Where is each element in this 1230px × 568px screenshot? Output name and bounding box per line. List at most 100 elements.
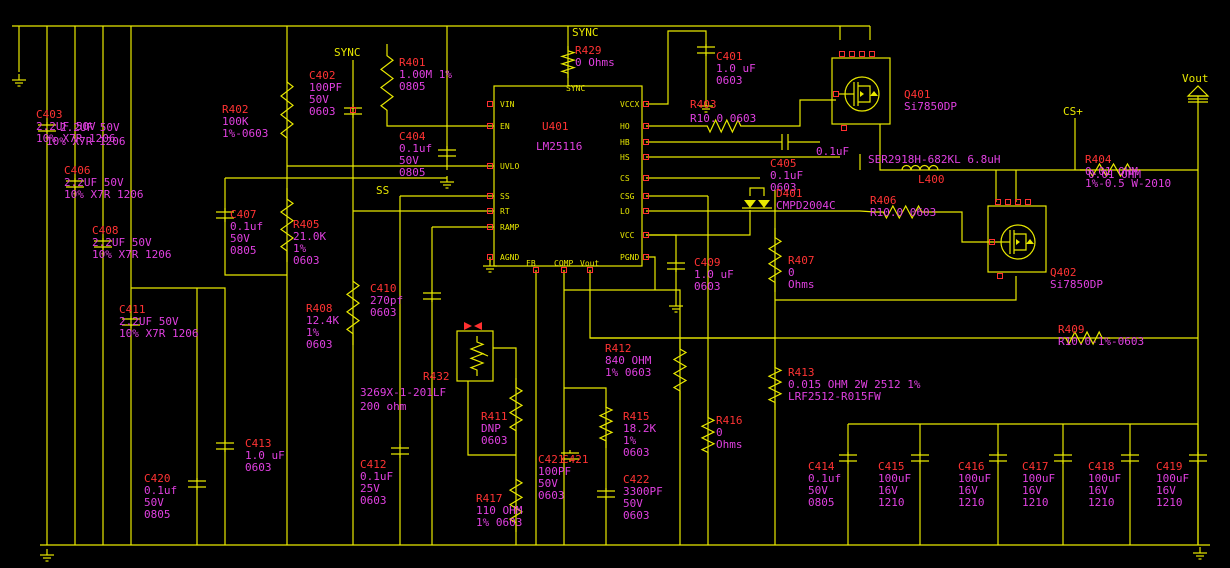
part-value: 2.2UF 50V [36,120,96,133]
part-value: 0603 [770,181,797,194]
resistor-symbol [700,410,716,460]
ref-designator: C422 [623,473,650,486]
ground-symbol [12,74,26,87]
ground-symbol [40,549,54,562]
label: 0.01 OHM [1088,168,1141,181]
pin-marker [833,91,839,97]
pin-marker [643,101,649,107]
part-value: 0603 [623,509,650,522]
part-value: 1%-0603 [222,127,268,140]
inductor-symbol [901,164,939,171]
pin-marker [869,51,875,57]
ref-designator: C407 [230,208,257,221]
ref-designator: C414 [808,460,835,473]
ref-designator: C401 [716,50,743,63]
part-value: 0805 [230,244,257,257]
part-value: 0805 [399,166,426,179]
part-value: 1.0 uF [245,449,285,462]
part-value: 0603 [309,105,336,118]
vout-symbol [1186,85,1210,97]
wire [875,204,930,220]
resistor-symbol [345,270,361,345]
part-value: 16V [958,484,978,497]
ref-designator: R412 [605,342,632,355]
pin-label: VCCX [620,100,639,109]
pin-marker [989,239,995,245]
ref-designator: R429 [575,44,602,57]
part-value: 100PF [309,81,342,94]
part-value: 2.2UF 50V [119,315,179,328]
capacitor-symbol [1189,452,1207,464]
capacitor-symbol [216,208,234,222]
resistor-symbol [279,188,295,262]
ref-designator: C415 [878,460,905,473]
ref-designator: C405 [770,157,797,170]
wire [767,360,783,410]
part-value: 0.015 OHM 2W 2512 1% [788,378,921,391]
part-value: 100uF [1156,472,1189,485]
ref-designator: C412 [360,458,387,471]
ref-designator: C418 [1088,460,1115,473]
part-value: LRF2512-R015FW [788,390,881,403]
mosfet-symbol [831,57,891,125]
pin-marker [1015,199,1021,205]
ref-designator: R402 [222,103,249,116]
pin-marker [487,101,493,107]
part-value: 1% 0603 [476,516,522,529]
pin-marker [849,51,855,57]
pin-marker [643,175,649,181]
pin-marker [643,193,649,199]
ref-designator: R406 [870,194,897,207]
pin-marker [995,199,1001,205]
wire [748,99,836,127]
ground-symbol [1193,547,1207,560]
ground-symbol [699,100,713,113]
capacitor-symbol [989,452,1007,464]
diode-symbol [744,200,756,208]
part-value: 100uF [958,472,991,485]
resistor-symbol [508,378,524,440]
part-value: R10.0 0603 [870,206,936,219]
ref-designator: R413 [788,366,815,379]
capacitor-symbol [839,452,857,464]
part-value: 0.1uF [770,169,803,182]
part-value: 21.0K [293,230,326,243]
ref-designator: R403 [690,98,717,111]
part-value: 1% [306,326,320,339]
part-value: 0805 [808,496,835,509]
ref-designator: R409 [1058,323,1085,336]
ref-designator: C403 [36,108,63,121]
capacitor-symbol [1054,452,1072,464]
wire [564,289,681,545]
resistor-symbol [280,70,294,150]
pin-marker [643,254,649,260]
part-value: 25V [360,482,380,495]
wire [700,410,716,460]
ref-designator: R417 [476,492,503,505]
ref-designator: C410 [370,282,397,295]
net-label-vout: Vout [1182,72,1209,85]
pin-label: EN [500,122,510,131]
part-value: 0603 [538,489,565,502]
ref-designator: R404 [1085,153,1112,166]
wire [879,124,1198,171]
resistor-symbol [380,44,394,122]
resistor-symbol [700,118,748,134]
ground-symbol [669,300,683,313]
resistor-symbol [598,400,614,448]
part-value: Ohms [716,438,743,451]
capacitor-symbol [66,178,84,190]
part-value: 0603 [245,461,272,474]
capacitor-symbol [697,44,715,56]
ref-designator: C404 [399,130,426,143]
ref-designator: R411 [481,410,508,423]
wire [775,276,1017,301]
part-value: 840 OHM [605,354,652,367]
ic-part: LM25116 [536,140,582,153]
part-value: 50V [230,232,250,245]
wire [1058,330,1110,346]
part-value: 1.0 uF [716,62,756,75]
label: SER2918H-682KL 6.8uH [868,153,1000,166]
part-value: 0.1uF [360,470,393,483]
